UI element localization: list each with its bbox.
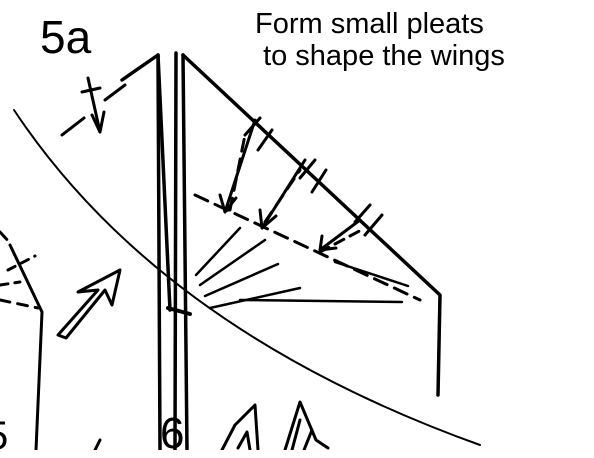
edge-tick [363, 213, 384, 237]
pleat-dashed-line [193, 193, 422, 302]
base-mark [166, 306, 192, 316]
crease-line [194, 226, 242, 277]
valley-fold-hint-line [60, 116, 86, 137]
next-step-sketch [283, 400, 330, 450]
prev-step-figure-dash [0, 280, 22, 287]
pleat-dashed-line [228, 133, 247, 212]
fold-direction-arrow [86, 76, 102, 134]
crease-line [333, 260, 410, 288]
pleat-arrow-head [318, 234, 338, 252]
crease-line [208, 286, 302, 310]
prev-step-figure-edge [8, 243, 44, 450]
edge-tick [243, 116, 262, 137]
crease-line [198, 238, 267, 287]
fold-direction-arrow-tick [80, 86, 102, 94]
pleat-arrow [318, 218, 362, 252]
edge-tick [298, 158, 317, 180]
pleat-arrow-head [258, 208, 278, 230]
instruction-line-2: to shape the wings [263, 40, 505, 72]
next-step-sketch [302, 428, 314, 450]
instruction-line-1: Form small pleats [255, 8, 484, 40]
prev-step-number-label: 5 [0, 416, 8, 456]
edge-tick [310, 168, 328, 194]
next-step-sketch [236, 430, 252, 450]
edge-tick [256, 128, 274, 152]
body-strip-center [173, 51, 178, 450]
edge-tick [353, 203, 372, 224]
pleat-arrow [260, 158, 307, 230]
next-step-number-label: 6 [160, 409, 185, 458]
body-strip-right [181, 53, 189, 450]
next-step-sketch [290, 418, 302, 450]
body-strip-left [156, 53, 162, 450]
prev-step-figure-dash [0, 298, 40, 310]
wing-right-edge [181, 53, 442, 397]
next-step-sketch [220, 403, 260, 450]
pleat-arrow [223, 118, 257, 214]
step-divider-curve [13, 109, 481, 446]
pleat-arrow-head [218, 193, 238, 214]
move-arrow [56, 268, 122, 340]
fold-direction-arrow-head [90, 110, 106, 134]
prev-step-figure-dash [0, 230, 14, 247]
instruction-text: Form small pleats to shape the wings [255, 8, 505, 72]
prev-step-figure-dash [6, 254, 37, 272]
step-number-label: 5a [40, 11, 92, 63]
next-step-sketch [93, 438, 102, 450]
crease-line [238, 298, 404, 304]
valley-fold-hint-line [103, 83, 127, 102]
crease-line [203, 262, 280, 298]
